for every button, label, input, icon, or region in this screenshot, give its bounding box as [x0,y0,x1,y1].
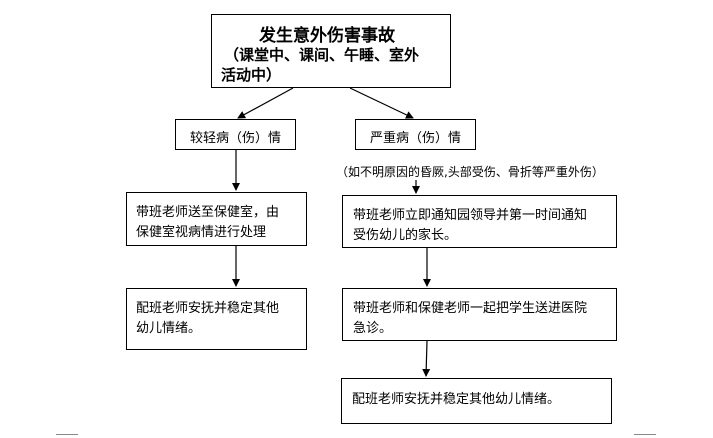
severe-injury-label: 严重病（伤）情 [370,131,462,146]
minor-step-1-box: 带班老师送至保健室，由 保健室视病情进行处理 [126,192,307,246]
minor-step-2-line1: 配班老师安抚并稳定其他 [136,301,280,316]
severe-injury-examples: （如不明原因的昏厥,头部受伤、骨折等严重外伤） [336,165,604,179]
severe-step-3-line1: 配班老师安抚并稳定其他幼儿情绪。 [352,392,561,407]
minor-injury-box: 较轻病（伤）情 [175,119,296,150]
severe-step-2-line1: 带班老师和保健老师一起把学生送进医院 [353,301,588,316]
incident-title-box: 发生意外伤害事故 （课堂中、课间、午睡、室外 活动中） [211,14,451,88]
minor-step-2-box: 配班老师安抚并稳定其他 幼儿情绪。 [126,288,307,350]
page-margin-mark-right [634,434,656,435]
severe-step-1-line1: 带班老师立即通知园领导并第一时间通知 [353,208,588,223]
minor-step-2-line2: 幼儿情绪。 [136,321,202,336]
incident-context-line1: （课堂中、课间、午睡、室外 [224,46,420,64]
severe-step-2-box: 带班老师和保健老师一起把学生送进医院 急诊。 [342,288,617,341]
severe-step-1-line2: 受伤幼儿的家长。 [353,228,458,243]
arrow-title-to-minor [237,87,294,119]
minor-injury-label: 较轻病（伤）情 [190,131,282,146]
arrow-title-to-severe [349,87,414,119]
arrow-severe-step2-to-step3 [422,340,431,377]
page-margin-mark-left [56,434,78,435]
minor-step-1-line1: 带班老师送至保健室，由 [136,205,280,220]
severe-step-2-line2: 急诊。 [353,321,393,336]
incident-title: 发生意外伤害事故 [259,26,395,46]
minor-step-1-line2: 保健室视病情进行处理 [136,225,267,240]
incident-context-line2: 活动中） [221,66,282,84]
severe-step-3-box: 配班老师安抚并稳定其他幼儿情绪。 [341,378,612,424]
severe-step-1-box: 带班老师立即通知园领导并第一时间通知 受伤幼儿的家长。 [342,195,617,248]
severe-injury-box: 严重病（伤）情 [355,119,476,150]
